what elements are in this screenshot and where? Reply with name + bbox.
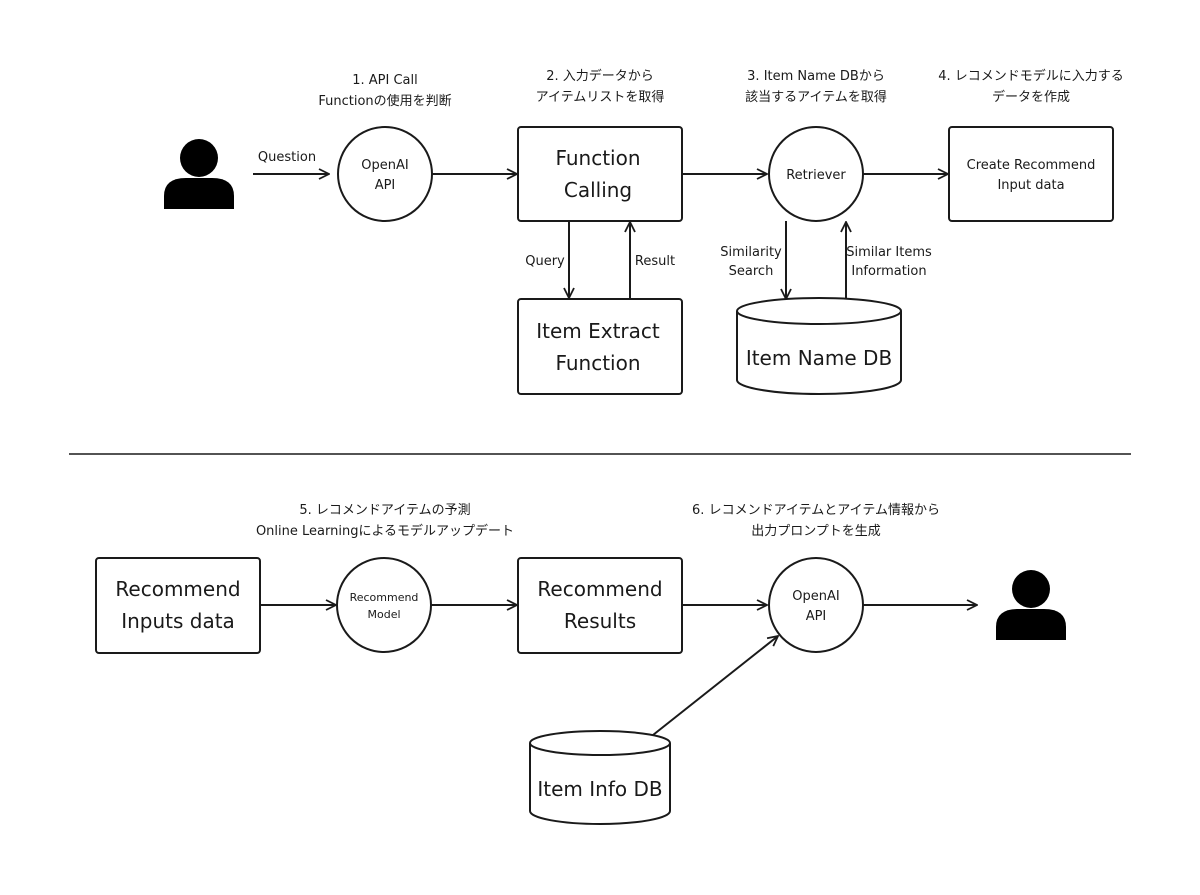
svg-text:Calling: Calling <box>564 178 632 202</box>
svg-text:OpenAI: OpenAI <box>361 158 408 173</box>
svg-text:Search: Search <box>729 264 774 279</box>
svg-text:Item Name DB: Item Name DB <box>746 346 892 370</box>
svg-text:Inputs data: Inputs data <box>121 609 235 633</box>
item-info-to-openai-arrow <box>652 636 778 736</box>
step4-caption: 4. レコメンドモデルに入力する データを作成 <box>938 68 1124 105</box>
svg-text:Input data: Input data <box>997 178 1064 193</box>
openai-api-node: OpenAI API <box>337 126 433 222</box>
svg-text:アイテムリストを取得: アイテムリストを取得 <box>536 89 665 105</box>
item-extract-function-node: Item Extract Function <box>517 298 683 395</box>
svg-text:1. API Call: 1. API Call <box>352 73 418 88</box>
question-label: Question <box>258 150 316 165</box>
svg-text:Create Recommend: Create Recommend <box>967 158 1096 173</box>
recommend-model-node: Recommend Model <box>336 557 432 653</box>
svg-text:6. レコメンドアイテムとアイテム情報から: 6. レコメンドアイテムとアイテム情報から <box>692 503 940 518</box>
svg-text:出力プロンプトを生成: 出力プロンプトを生成 <box>751 524 881 539</box>
svg-text:Item Info DB: Item Info DB <box>537 777 662 801</box>
svg-text:Recommend: Recommend <box>537 577 662 601</box>
svg-text:Retriever: Retriever <box>786 168 846 183</box>
svg-text:Function: Function <box>555 146 640 170</box>
step3-caption: 3. Item Name DBから 該当するアイテムを取得 <box>745 69 887 105</box>
svg-text:Function: Function <box>555 351 640 375</box>
svg-text:4. レコメンドモデルに入力する: 4. レコメンドモデルに入力する <box>938 68 1124 84</box>
step1-caption: 1. API Call Functionの使用を判断 <box>318 73 451 109</box>
result-label: Result <box>635 254 675 269</box>
svg-text:3. Item Name DBから: 3. Item Name DBから <box>747 69 885 84</box>
user-icon <box>996 570 1066 640</box>
user-icon <box>164 139 234 209</box>
svg-text:OpenAI: OpenAI <box>792 589 839 604</box>
svg-text:2. 入力データから: 2. 入力データから <box>546 68 654 84</box>
svg-text:Results: Results <box>564 609 636 633</box>
svg-text:データを作成: データを作成 <box>992 89 1070 105</box>
svg-text:Item Extract: Item Extract <box>536 319 660 343</box>
svg-text:Functionの使用を判断: Functionの使用を判断 <box>318 93 451 109</box>
svg-text:Model: Model <box>367 608 400 621</box>
svg-text:該当するアイテムを取得: 該当するアイテムを取得 <box>745 89 887 105</box>
svg-text:Information: Information <box>851 264 926 279</box>
query-label: Query <box>525 254 565 269</box>
similarity-search-label: Similarity Search <box>720 245 782 279</box>
retriever-node: Retriever <box>768 126 864 222</box>
step5-caption: 5. レコメンドアイテムの予測 Online Learningによるモデルアップ… <box>256 503 514 539</box>
item-name-db-node: Item Name DB <box>736 297 902 395</box>
function-calling-node: Function Calling <box>517 126 683 222</box>
step2-caption: 2. 入力データから アイテムリストを取得 <box>536 68 665 105</box>
step6-caption: 6. レコメンドアイテムとアイテム情報から 出力プロンプトを生成 <box>692 503 940 539</box>
svg-text:5. レコメンドアイテムの予測: 5. レコメンドアイテムの予測 <box>299 503 470 518</box>
item-info-db-node: Item Info DB <box>529 730 671 825</box>
recommend-results-node: Recommend Results <box>517 557 683 654</box>
svg-text:Online Learningによるモデルアップデート: Online Learningによるモデルアップデート <box>256 523 514 539</box>
svg-text:Similarity: Similarity <box>720 245 782 260</box>
svg-text:Recommend: Recommend <box>350 591 419 604</box>
svg-text:Recommend: Recommend <box>115 577 240 601</box>
svg-text:Similar Items: Similar Items <box>846 245 932 260</box>
similar-items-label: Similar Items Information <box>846 245 932 279</box>
svg-text:API: API <box>806 609 827 624</box>
recommend-inputs-data-node: Recommend Inputs data <box>95 557 261 654</box>
create-recommend-input-node: Create Recommend Input data <box>948 126 1114 222</box>
openai-api-output-node: OpenAI API <box>768 557 864 653</box>
svg-text:API: API <box>375 178 396 193</box>
